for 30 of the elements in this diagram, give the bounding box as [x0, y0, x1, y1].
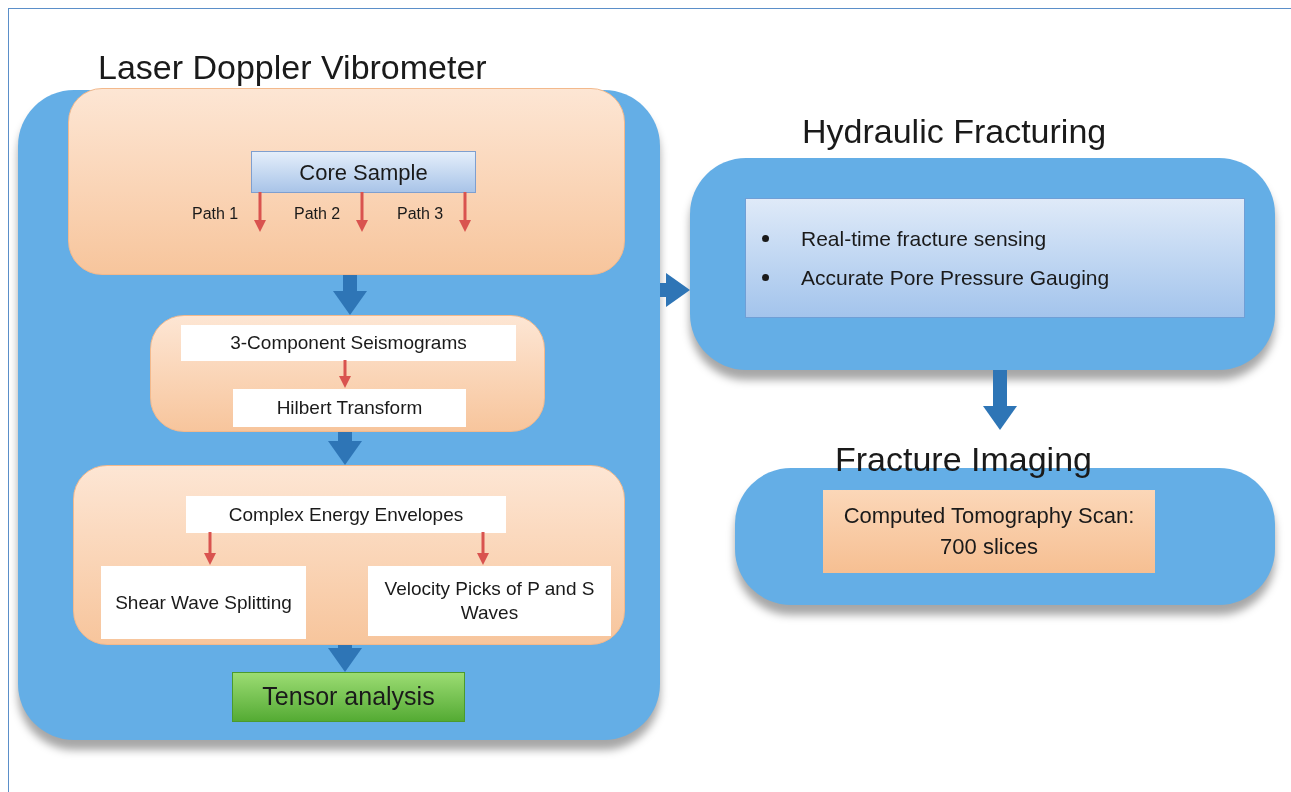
- block-arrow: [333, 275, 367, 315]
- arrow: [356, 192, 368, 232]
- edge-label: Path 3: [397, 204, 444, 224]
- edge-label: Path 2: [294, 204, 341, 224]
- arrow: [459, 192, 471, 232]
- stage-panel: [68, 88, 625, 275]
- block-arrow: [660, 273, 690, 307]
- bullet-item: Accurate Pore Pressure Gauging: [801, 265, 1110, 291]
- block-arrow: [328, 645, 362, 672]
- section-heading: Hydraulic Fracturing: [802, 111, 1107, 152]
- arrow: [254, 192, 266, 232]
- bullet-item: Real-time fracture sensing: [801, 225, 1047, 252]
- result-box: Tensor analysis: [232, 672, 465, 722]
- arrow: [339, 360, 351, 388]
- block-arrow: [983, 370, 1017, 430]
- step-box: Velocity Picks of P and S Waves: [368, 566, 611, 636]
- sample-box: Core Sample: [251, 151, 476, 193]
- step-box: Shear Wave Splitting: [101, 566, 306, 639]
- block-arrow: [328, 432, 362, 465]
- bullet-list-box: [745, 198, 1245, 318]
- arrow: [477, 532, 489, 565]
- stage-panel: [150, 315, 545, 432]
- method-box: Computed Tomography Scan: 700 slices: [823, 490, 1155, 573]
- step-box: Complex Energy Envelopes: [186, 496, 506, 533]
- arrow: [204, 532, 216, 565]
- edge-label: Path 1: [192, 204, 239, 224]
- section-heading: Laser Doppler Vibrometer: [98, 47, 487, 88]
- step-box: 3-Component Seismograms: [181, 325, 516, 361]
- step-box: Hilbert Transform: [233, 389, 466, 427]
- stage-panel: [73, 465, 625, 645]
